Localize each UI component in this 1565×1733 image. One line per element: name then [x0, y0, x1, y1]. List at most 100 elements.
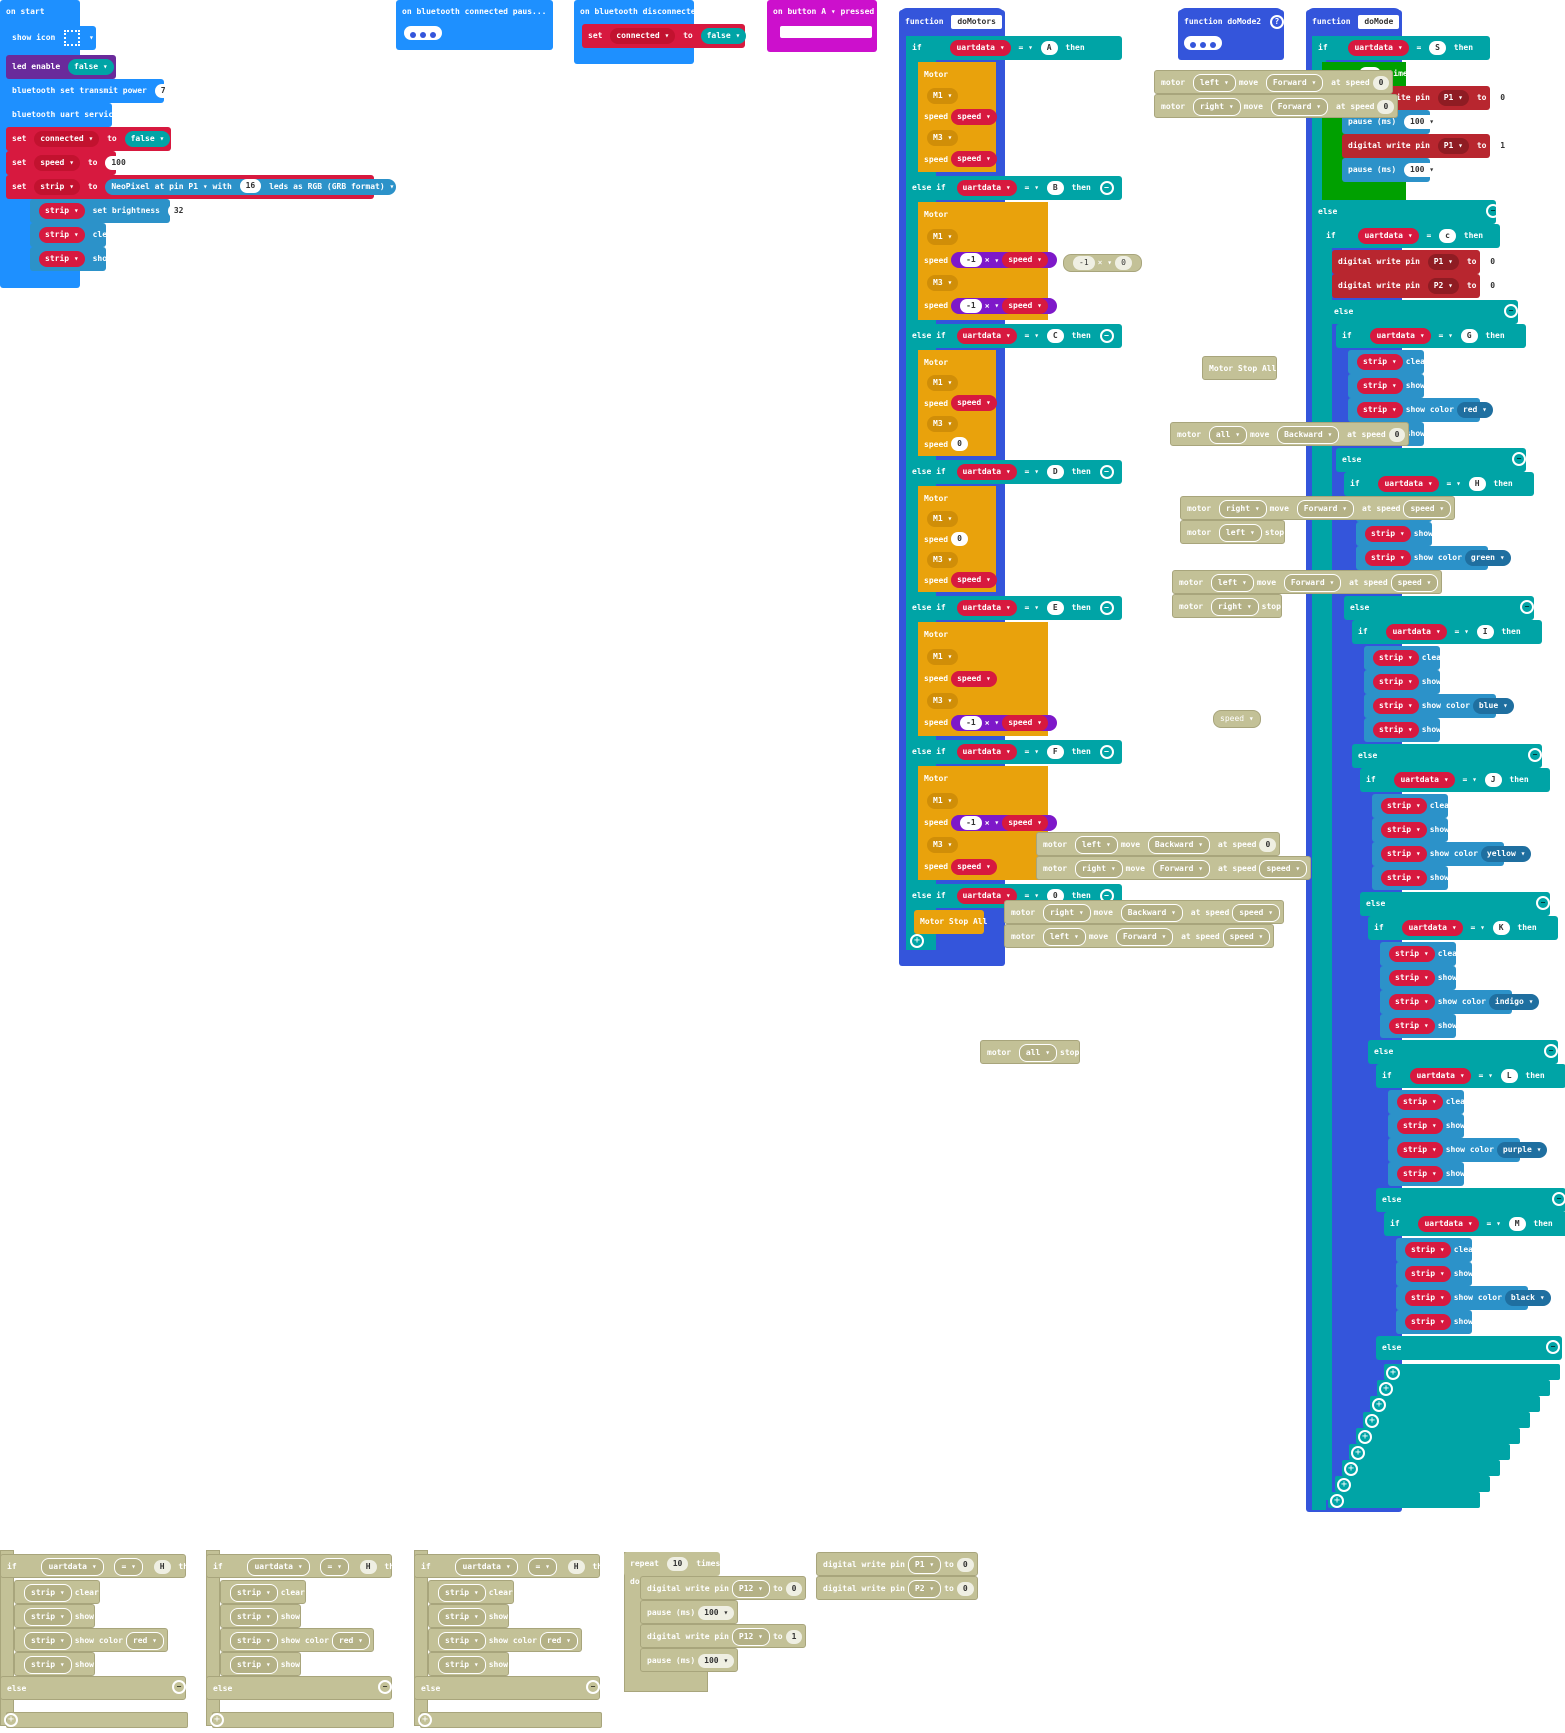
motor-row[interactable]: Motor	[918, 354, 948, 372]
strip-var[interactable]: strip	[1405, 1265, 1451, 1282]
function-name[interactable]: doMotors	[951, 14, 1002, 29]
motor-row[interactable]: speed-1×speed	[918, 297, 1060, 315]
remove-case-icon[interactable]: −	[1099, 464, 1114, 479]
eq-op[interactable]: =	[1438, 331, 1452, 340]
remove-else-icon[interactable]: −	[1504, 304, 1518, 318]
if-row[interactable]: if uartdata = G then	[1336, 324, 1526, 348]
strip-clear-block[interactable]: stripclear	[1388, 1090, 1470, 1114]
help-icon[interactable]: ?	[1269, 14, 1284, 29]
eq-op[interactable]: =	[1470, 923, 1484, 932]
set-connected-block[interactable]: set connected to false	[6, 127, 171, 151]
strip-var[interactable]: strip	[230, 1607, 278, 1626]
strip-var[interactable]: strip	[39, 250, 85, 267]
motor-dropdown[interactable]: M1	[927, 648, 959, 665]
strip-var[interactable]: strip	[1405, 1313, 1451, 1330]
case-key[interactable]: c	[1439, 228, 1456, 243]
uartdata-var[interactable]: uartdata	[956, 887, 1017, 904]
remove-case-icon[interactable]: −	[1099, 600, 1114, 615]
motor-row[interactable]: Motor	[918, 66, 948, 84]
strip-show-block[interactable]: stripshow	[1348, 374, 1425, 398]
speed-var[interactable]: speed	[951, 670, 997, 687]
strip-var[interactable]: strip	[1357, 353, 1403, 370]
bt-uart-block[interactable]: bluetooth uart service	[6, 103, 118, 127]
do-motors-header[interactable]: function doMotors ⌃	[899, 10, 1028, 34]
digital-write-block[interactable]: digital write pinP1to0	[816, 1552, 978, 1576]
strip-clear-block[interactable]: stripclear	[1372, 794, 1454, 818]
strip-var[interactable]: strip	[1381, 869, 1427, 886]
remove-else-icon[interactable]: −	[1552, 1192, 1565, 1206]
connected-var[interactable]: connected	[610, 27, 676, 44]
strip-show-block[interactable]: stripshow	[14, 1604, 95, 1628]
eq-op[interactable]: =	[1462, 775, 1476, 784]
uartdata-var[interactable]: uartdata	[1348, 39, 1409, 56]
pin-value[interactable]: 1	[1494, 138, 1512, 153]
strip-var[interactable]: strip	[24, 1607, 72, 1626]
strip-var[interactable]: strip	[1365, 525, 1411, 542]
strip-clear-block[interactable]: stripclear	[14, 1580, 100, 1604]
motor-dropdown[interactable]: M1	[927, 510, 959, 527]
case-key[interactable]: I	[1476, 624, 1494, 639]
strip-var[interactable]: strip	[24, 1631, 72, 1650]
remove-else-icon[interactable]: −	[1544, 1044, 1558, 1058]
strip-var[interactable]: strip	[1381, 821, 1427, 838]
repeat-count[interactable]: 10	[666, 1556, 689, 1571]
else-row[interactable]: else	[1376, 1336, 1562, 1360]
neg-one[interactable]: -1	[960, 715, 982, 730]
side-dropdown[interactable]: all	[1208, 425, 1248, 444]
speed-value[interactable]: 0	[1388, 427, 1406, 442]
remove-case-icon[interactable]: −	[1099, 328, 1114, 343]
pin-dropdown[interactable]: P1	[1427, 253, 1459, 270]
times-op[interactable]: ×	[985, 718, 999, 727]
speed-var[interactable]: speed	[1213, 710, 1261, 728]
uartdata-var[interactable]: uartdata	[956, 327, 1017, 344]
digital-write-block[interactable]: digital write pinP2to0	[816, 1576, 978, 1600]
bt-power-block[interactable]: bluetooth set transmit power 7	[6, 79, 172, 103]
side-dropdown[interactable]: right	[1210, 597, 1259, 616]
if-row[interactable]: if uartdata = c then	[1320, 224, 1500, 248]
strip-var[interactable]: strip	[438, 1583, 486, 1602]
do-mode2-header[interactable]: function doMode2 ? ⌄	[1178, 10, 1307, 34]
times-op[interactable]: ×	[985, 301, 999, 310]
pin-dropdown[interactable]: P1	[907, 1555, 942, 1574]
strip-var[interactable]: strip	[438, 1655, 486, 1674]
strip-clear-block[interactable]: stripclear	[1348, 350, 1430, 374]
connected-var[interactable]: connected	[34, 130, 100, 147]
bt-disconnected-header[interactable]: on bluetooth disconnected	[574, 0, 700, 24]
strip-var[interactable]: strip	[1389, 969, 1435, 986]
motor-row[interactable]: M3	[918, 274, 961, 292]
remove-else-icon[interactable]: −	[1528, 748, 1542, 762]
speed-var[interactable]: speed	[1232, 903, 1281, 922]
motor-row[interactable]: M1	[918, 510, 961, 528]
else-row[interactable]: else	[1336, 448, 1526, 472]
eq-op[interactable]: =	[528, 1557, 557, 1576]
case-key[interactable]: M	[1508, 1216, 1526, 1231]
strip-var[interactable]: strip	[230, 1655, 278, 1674]
neg-one[interactable]: -1	[960, 298, 982, 313]
direction-dropdown[interactable]: Forward	[1265, 73, 1324, 92]
direction-dropdown[interactable]: Forward	[1283, 573, 1342, 592]
pin-dropdown[interactable]: P12	[731, 1579, 770, 1598]
strip-var[interactable]: strip	[1357, 377, 1403, 394]
strip-var[interactable]: strip	[1397, 1117, 1443, 1134]
if-row[interactable]: if uartdata = H then	[206, 1554, 404, 1578]
neg-one[interactable]: -1	[960, 815, 982, 830]
motor-stop-all-block[interactable]: Motor Stop All	[1202, 356, 1278, 380]
strip-show-block[interactable]: stripshow	[428, 1604, 509, 1628]
else-row[interactable]: else	[1352, 744, 1542, 768]
color-dropdown[interactable]: black	[1504, 1289, 1551, 1306]
uartdata-var[interactable]: uartdata	[1410, 1067, 1471, 1084]
remove-else-icon[interactable]: −	[1546, 1340, 1560, 1354]
add-else-icon[interactable]: +	[910, 934, 924, 948]
uartdata-var[interactable]: uartdata	[1378, 475, 1439, 492]
speed-var[interactable]: speed	[1002, 252, 1048, 269]
case-key[interactable]: H	[153, 1559, 171, 1574]
if-row[interactable]: if uartdata = A then	[906, 36, 1122, 60]
